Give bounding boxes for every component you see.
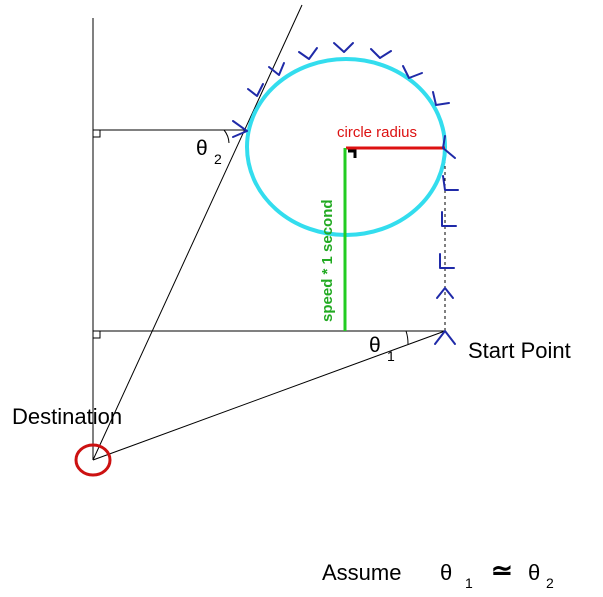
heading-marker [436,287,454,299]
theta2-arc [223,129,230,144]
heading-marker [370,48,392,59]
theta1-subscript: 1 [387,348,395,364]
heading-marker [441,211,457,227]
theta2-subscript: 2 [214,151,222,167]
circle-radius-label: circle radius [337,124,417,141]
heading-marker [247,83,264,97]
heading-marker-start [434,330,456,345]
assume-word: Assume [322,560,401,585]
heading-marker [268,62,285,76]
tangent-line-to-destination [92,4,303,461]
heading-marker [439,253,455,269]
theta1-label: θ [369,334,381,357]
heading-marker [298,47,318,60]
start-point-label: Start Point [468,338,571,363]
assume-theta1: θ [440,560,452,585]
speed-distance-label: speed * 1 second [319,199,336,322]
right-angle-mark-lower [92,330,101,339]
destination-label: Destination [12,404,122,429]
right-angle-mark-upper [92,129,101,138]
theta1-arc [405,330,409,345]
heading-marker [442,135,456,159]
assume-theta2: θ [528,560,540,585]
heading-marker [402,65,423,79]
assume-approx-symbol: ≃ [491,555,513,585]
start-to-destination-line [92,330,446,461]
assume-theta2-subscript: 2 [546,575,554,591]
center-right-angle-mark [348,149,357,158]
heading-marker [232,120,248,138]
heading-marker [333,42,354,53]
theta2-label: θ [196,137,208,160]
heading-marker [442,175,459,191]
heading-marker [432,91,450,106]
destination-ring [74,443,112,477]
assume-theta1-subscript: 1 [465,575,473,591]
